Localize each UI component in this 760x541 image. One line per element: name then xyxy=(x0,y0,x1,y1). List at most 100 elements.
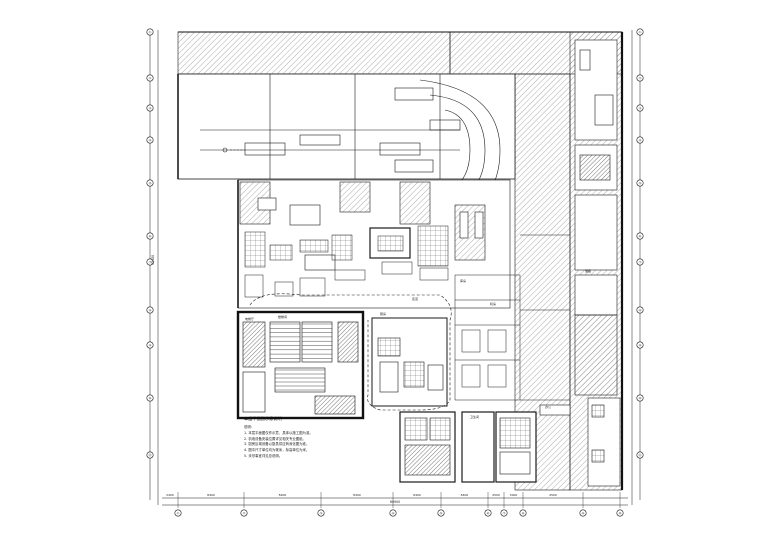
room-label: 走道 xyxy=(412,296,418,301)
right-rooms xyxy=(520,39,621,487)
room-label: 楼梯间 xyxy=(278,314,287,319)
axis-number: ④ xyxy=(639,138,642,142)
axis-number: ⑥ xyxy=(639,234,642,238)
note-line: 4. 图中尺寸单位均为毫米，标高单位为米。 xyxy=(244,448,310,453)
drawing-caption: 本层平面图示意说明 xyxy=(244,416,282,421)
axis-bubble xyxy=(636,136,644,144)
axis-number: ② xyxy=(639,76,642,80)
axis-bubble xyxy=(174,509,182,517)
note-line: 1. 本层平面图仅作示意，具体以施工图为准。 xyxy=(244,430,313,435)
note-line: 3. 厨房区域设备以厨具供应商深化图为准。 xyxy=(244,442,310,447)
lower-rooms xyxy=(399,411,537,483)
axis-number: ⑦ xyxy=(503,511,506,515)
axis-bubble xyxy=(519,509,527,517)
upper-core xyxy=(237,179,511,309)
room-label: 储藏 xyxy=(585,268,591,273)
axis-number: ⑨ xyxy=(149,343,152,347)
axis-number: ⑧ xyxy=(522,511,525,515)
note-line: 2. 机电设备安装位置详见相关专业图纸。 xyxy=(244,436,306,441)
room-label: 办公 xyxy=(545,404,551,409)
dimension-value: 3000 xyxy=(510,493,518,497)
dimension-value: 4500 xyxy=(492,493,500,497)
axis-bubble xyxy=(636,232,644,240)
room-label: 机房 xyxy=(490,301,496,306)
dimension-labels: 2400 8400 8400 8400 8400 8400 4500 3000 4500 xyxy=(166,493,557,497)
axis-number: ⑥ xyxy=(149,234,152,238)
axis-bubble xyxy=(636,28,644,36)
axis-number: ⑦ xyxy=(639,260,642,264)
axis-number: ⑩ xyxy=(639,396,642,400)
axis-bubble xyxy=(146,74,154,82)
dimension-value: 8400 xyxy=(279,493,287,497)
side-dimension: 52400 xyxy=(151,255,155,265)
room-label: 卫生间 xyxy=(470,414,479,419)
axis-bubble xyxy=(636,306,644,314)
axis-number: ⑨ xyxy=(639,343,642,347)
axis-number: ⑤ xyxy=(440,511,443,515)
axis-bubble xyxy=(317,509,325,517)
axis-bubble xyxy=(636,341,644,349)
axis-bubble xyxy=(146,451,154,459)
dimension-value: 4500 xyxy=(549,493,557,497)
axis-number: ① xyxy=(149,30,152,34)
axis-bubble xyxy=(579,509,587,517)
axis-bubble xyxy=(146,306,154,314)
axis-bubble xyxy=(146,341,154,349)
axis-bubble xyxy=(636,179,644,187)
axis-number: ③ xyxy=(149,106,152,110)
note-line: 说明： xyxy=(244,425,255,429)
axis-number: ① xyxy=(639,30,642,34)
axis-bubble xyxy=(146,258,154,266)
service-zone xyxy=(454,274,521,401)
axis-markers-left: ① ② ③ ④ ⑤ ⑥ ⑦ ⑧ ⑨ ⑩ ⑪ xyxy=(146,28,154,459)
axis-bubble xyxy=(636,394,644,402)
axis-bubble xyxy=(636,104,644,112)
axis-number: ① xyxy=(177,511,180,515)
axis-number: ③ xyxy=(639,106,642,110)
axis-number: ⑧ xyxy=(639,308,642,312)
dimension-value: 8400 xyxy=(353,493,361,497)
axis-number: ④ xyxy=(149,138,152,142)
axis-number: ⑧ xyxy=(149,308,152,312)
note-line: 5. 未尽事宜详见总说明。 xyxy=(244,453,283,458)
axis-bubble xyxy=(146,28,154,36)
room-label: 电梯厅 xyxy=(245,316,254,321)
axis-number: ⑪ xyxy=(638,452,642,457)
circulation-loop xyxy=(249,293,452,411)
axis-number: ② xyxy=(243,511,246,515)
kitchen-equipment xyxy=(244,225,449,298)
axis-bubble xyxy=(636,74,644,82)
dimension-value: 8400 xyxy=(461,493,469,497)
dimension-value: 8400 xyxy=(207,493,215,497)
ramp-area xyxy=(200,74,501,211)
axis-number: ⑩ xyxy=(619,511,622,515)
axis-bubble xyxy=(616,509,624,517)
axis-number: ⑩ xyxy=(149,396,152,400)
axis-bubble xyxy=(146,104,154,112)
axis-number: ⑦ xyxy=(149,260,152,264)
axis-bubble xyxy=(389,509,397,517)
dimension-value: 2400 xyxy=(166,493,174,497)
axis-bubble xyxy=(146,232,154,240)
axis-bubble xyxy=(484,509,492,517)
axis-number: ⑤ xyxy=(149,181,152,185)
axis-bubble xyxy=(437,509,445,517)
lower-core xyxy=(236,310,365,420)
total-dimension: 60900 xyxy=(390,500,400,504)
axis-bubble xyxy=(500,509,508,517)
axis-number: ② xyxy=(149,76,152,80)
axis-bubble xyxy=(146,136,154,144)
axis-number: ⑪ xyxy=(148,452,152,457)
axis-bubble xyxy=(240,509,248,517)
drawing-notes: 说明：1. 本层平面图仅作示意，具体以施工图为准。2. 机电设备安装位置详见相关… xyxy=(244,425,444,460)
axis-bubble xyxy=(636,451,644,459)
stair-treads xyxy=(270,323,332,391)
axis-number: ⑨ xyxy=(582,511,585,515)
dimension-value: 8400 xyxy=(413,493,421,497)
axis-bubble xyxy=(636,258,644,266)
